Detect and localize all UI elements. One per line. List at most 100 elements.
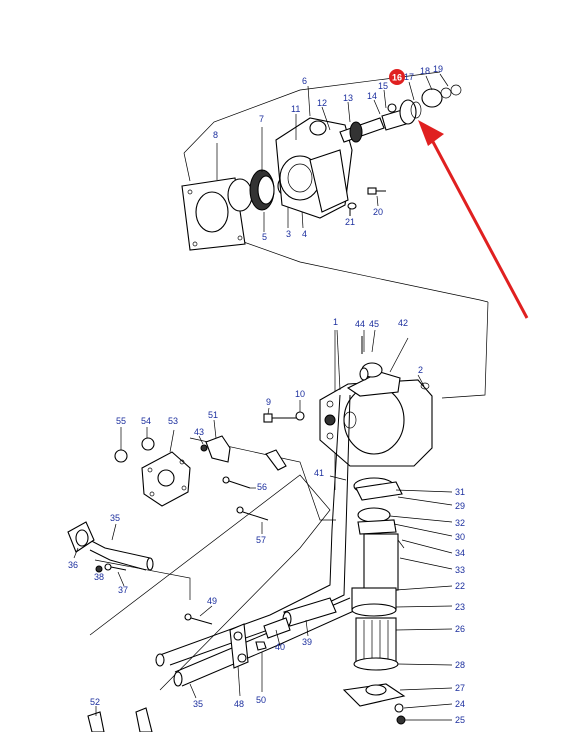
callout-35b: 35 xyxy=(193,699,203,709)
callout-4: 4 xyxy=(302,229,307,239)
callout-38: 38 xyxy=(94,572,104,582)
leader-6 xyxy=(307,85,311,117)
leader-9 xyxy=(267,407,270,415)
leader-13 xyxy=(347,101,351,123)
leader-49 xyxy=(199,605,213,617)
drive-shaft xyxy=(339,84,462,143)
leader-40 xyxy=(275,629,281,647)
leader-34 xyxy=(401,539,453,554)
callout-41: 41 xyxy=(314,468,324,478)
callout-1: 1 xyxy=(333,317,338,327)
leader-35b xyxy=(189,683,197,699)
bolt-37 xyxy=(104,563,127,571)
frame-line-bottom xyxy=(237,239,489,303)
leader-27 xyxy=(399,687,453,691)
callout-22: 22 xyxy=(455,581,465,591)
callout-14: 14 xyxy=(367,91,377,101)
hydraulic-pump xyxy=(319,362,433,467)
callout-31: 31 xyxy=(455,487,465,497)
leader-41 xyxy=(329,475,347,481)
callout-26: 26 xyxy=(455,624,465,634)
part-52 xyxy=(87,707,153,732)
callout-19: 19 xyxy=(433,64,443,74)
callout-30: 30 xyxy=(455,532,465,542)
leader-32 xyxy=(389,515,453,523)
frame-right xyxy=(441,301,489,399)
leader-15 xyxy=(383,89,387,109)
callout-57: 57 xyxy=(256,535,266,545)
leader-28 xyxy=(397,663,453,666)
callout-20: 20 xyxy=(373,207,383,217)
nut-50 xyxy=(255,641,267,651)
callout-6: 6 xyxy=(302,76,307,86)
callout-42: 42 xyxy=(398,318,408,328)
callout-34: 34 xyxy=(455,548,465,558)
leader-17 xyxy=(408,81,415,101)
callout-54: 54 xyxy=(141,416,151,426)
callout-56: 56 xyxy=(257,482,267,492)
bolt-20 xyxy=(367,187,386,195)
frame-line-top xyxy=(183,71,441,154)
highlight-arrow xyxy=(418,120,529,319)
callout-51: 51 xyxy=(208,410,218,420)
bracket-51 xyxy=(200,435,231,463)
frame-mid xyxy=(189,437,336,521)
callout-50: 50 xyxy=(256,695,266,705)
leader-31 xyxy=(395,489,453,493)
callout-40: 40 xyxy=(275,642,285,652)
bolt-21 xyxy=(347,202,357,216)
callout-35a: 35 xyxy=(110,513,120,523)
callout-44: 44 xyxy=(355,319,365,329)
lower-assembly xyxy=(67,301,489,732)
callout-18: 18 xyxy=(420,66,430,76)
callout-28: 28 xyxy=(455,660,465,670)
pipe-35 xyxy=(67,521,154,571)
bolt-9 xyxy=(263,413,300,423)
leader-36 xyxy=(73,547,79,559)
bolt-56 xyxy=(222,476,251,489)
callout-52: 52 xyxy=(90,697,100,707)
leader-37 xyxy=(117,571,125,587)
callout-45: 45 xyxy=(369,319,379,329)
callout-23: 23 xyxy=(455,602,465,612)
callout-17: 17 xyxy=(404,72,414,82)
o-ring-55 xyxy=(114,449,128,463)
callout-25: 25 xyxy=(455,715,465,725)
leader-23 xyxy=(395,605,453,608)
callout-39: 39 xyxy=(302,637,312,647)
leader-29 xyxy=(397,496,453,506)
leader-33 xyxy=(399,557,453,570)
leader-26 xyxy=(395,628,453,631)
leader-53 xyxy=(169,429,175,453)
washer-10 xyxy=(295,411,305,421)
leader-45 xyxy=(371,329,376,353)
pump-housing xyxy=(275,117,353,219)
filter-head xyxy=(353,477,405,591)
leader-20 xyxy=(376,195,379,207)
callout-33: 33 xyxy=(455,565,465,575)
callout-37: 37 xyxy=(118,585,128,595)
frame-36 xyxy=(94,559,191,600)
callout-labels: 6 11 12 13 14 15 16 17 18 19 7 8 5 3 4 2… xyxy=(68,64,465,725)
leader-12 xyxy=(321,106,331,131)
callout-15: 15 xyxy=(378,81,388,91)
callout-16-highlighted: 16 xyxy=(389,69,405,85)
callout-11: 11 xyxy=(291,104,300,114)
leader-43 xyxy=(198,435,204,445)
leader-14 xyxy=(373,99,381,115)
callout-49: 49 xyxy=(207,596,217,606)
bolt-57 xyxy=(236,506,269,521)
callout-55: 55 xyxy=(116,416,126,426)
clamp-48 xyxy=(229,623,249,669)
frame-pipe xyxy=(89,474,331,691)
leader-35a xyxy=(111,523,117,541)
leader-22 xyxy=(395,585,453,591)
callout-21: 21 xyxy=(345,217,355,227)
callout-12: 12 xyxy=(317,98,327,108)
callout-3: 3 xyxy=(286,229,291,239)
callout-27: 27 xyxy=(455,683,465,693)
leader-39 xyxy=(305,619,309,637)
callout-16: 16 xyxy=(392,73,402,83)
callout-7: 7 xyxy=(259,114,264,124)
callout-10: 10 xyxy=(295,389,305,399)
